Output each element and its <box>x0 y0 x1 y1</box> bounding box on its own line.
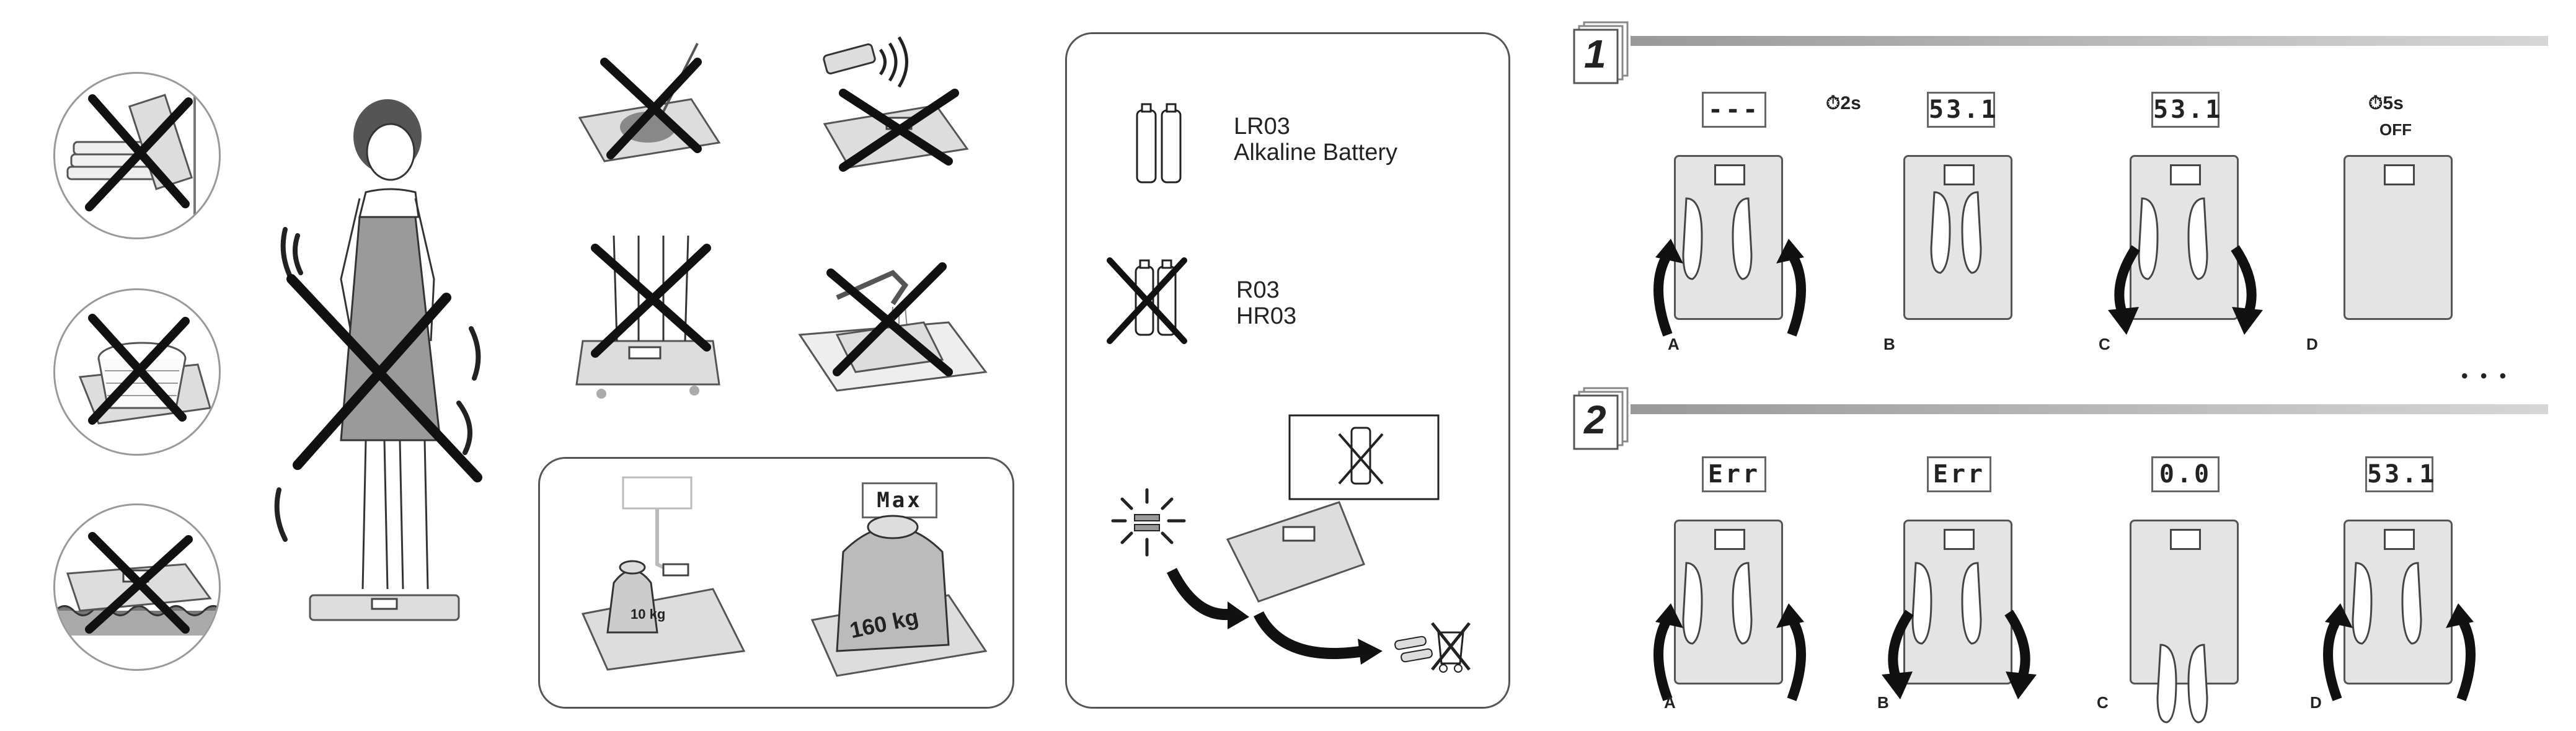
s2-a-letter: A <box>1664 693 1676 712</box>
scale-with-phone-illustration <box>818 37 980 174</box>
rechargeable-battery-crossed-icon <box>1104 248 1190 347</box>
s2-d-letter: D <box>2310 693 2322 712</box>
battery-replacement-illustration <box>1079 409 1507 694</box>
section-1-bar <box>1631 36 2548 46</box>
s1-d-scale <box>2344 155 2453 320</box>
s2-c-display: 0.0 <box>2151 456 2220 492</box>
s2-a-display: Err <box>1702 456 1766 492</box>
circle-basket <box>53 288 221 456</box>
stopwatch-icon: ⏱ <box>1826 93 1840 113</box>
small-weight-illustration <box>577 477 763 682</box>
s1-b-timer: ⏱2s <box>1826 93 1861 114</box>
circle-carpet <box>53 503 221 671</box>
prohibit-cross-icon <box>55 74 219 237</box>
s1-d-letter: D <box>2306 335 2318 354</box>
s1-d-timer: ⏱5s <box>2368 93 2404 114</box>
s2-b-display: Err <box>1927 456 1991 492</box>
prohibit-cross-icon <box>55 290 219 454</box>
prohibit-cross-icon <box>55 505 219 669</box>
s2-b-letter: B <box>1877 693 1889 712</box>
alkaline-battery-icon <box>1136 104 1185 185</box>
wet-feet-scale-illustration <box>577 236 725 397</box>
s1-c-display: 53.1 <box>2151 92 2220 128</box>
battery-ok-desc: Alkaline Battery <box>1234 139 1397 166</box>
s2-b-feet-arrows <box>1872 526 2046 712</box>
s1-c-letter: C <box>2099 335 2110 354</box>
s2-d-feet-arrows <box>2313 526 2486 712</box>
circle-towels <box>53 72 221 239</box>
stopwatch-icon: ⏱ <box>2368 93 2383 113</box>
s1-a-letter: A <box>1668 335 1680 354</box>
battery-ok-type: LR03 <box>1234 113 1290 140</box>
s1-d-off: OFF <box>2379 120 2412 140</box>
s2-a-feet-arrows <box>1643 526 1817 712</box>
woman-on-scale-illustration <box>273 93 508 651</box>
s1-a-display: --- <box>1702 92 1766 128</box>
more-ellipsis: • • • <box>2461 366 2510 387</box>
battery-bad-type1: R03 <box>1236 277 1280 304</box>
battery-bad-type2: HR03 <box>1236 303 1296 330</box>
s1-b-display: 53.1 <box>1927 92 1995 128</box>
scale-with-debris-illustration <box>573 37 722 161</box>
s1-c-feet-arrows <box>2099 161 2272 347</box>
small-weight-label: 10 kg <box>631 606 665 622</box>
scale-under-water-illustration <box>800 248 986 397</box>
s1-b-letter: B <box>1883 335 1895 354</box>
section-2-number: 2 <box>1584 397 1606 443</box>
section-2-bar <box>1631 404 2548 414</box>
s1-b-feet <box>1903 155 2009 316</box>
large-weight-illustration <box>800 477 998 682</box>
s1-a-feet-arrows <box>1643 161 1817 347</box>
section-1-number: 1 <box>1584 31 1606 77</box>
s2-d-display: 53.1 <box>2365 456 2433 492</box>
s2-c-feet-below <box>2130 639 2235 725</box>
s2-c-letter: C <box>2097 693 2109 712</box>
